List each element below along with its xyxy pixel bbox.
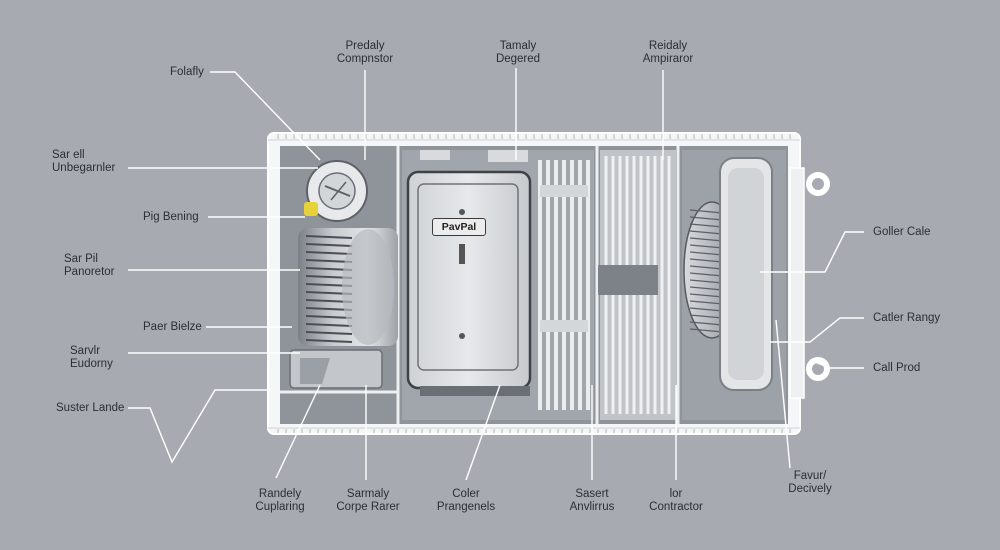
right-callout-label: Favur/Decively [788, 470, 831, 496]
callout-text-line: Goller Cale [873, 226, 931, 238]
callout-text-line: Catler Rangy [873, 312, 941, 324]
callout-text-line: Paer Bielze [143, 321, 202, 333]
callout-text-line: Corpe Rarer [336, 501, 400, 513]
callout-text-line: Tamaly [499, 40, 537, 52]
callout-text-line: Prangenels [436, 501, 496, 513]
callout-text-line: Ampiraror [642, 53, 694, 65]
callout-text-line: Sarmaly [346, 488, 390, 500]
mounting-lugs [789, 167, 830, 399]
callout-text-line: Favur/ [793, 470, 827, 482]
callout-text-line: Panoretor [64, 266, 115, 278]
panel-badge: PavPal [432, 218, 486, 236]
left-callout-label: Pig Bening [143, 211, 199, 224]
callout-text-line: Eudorny [70, 358, 113, 370]
callout-text-line: Compnstor [336, 53, 394, 65]
leader-lines [128, 68, 864, 481]
callout-text-line: Anvlirrus [569, 501, 615, 513]
callout-text-line: lor [669, 488, 683, 500]
callout-text-line: Contractor [649, 501, 703, 513]
callout-text-line: Degered [495, 53, 541, 65]
control-module [402, 150, 594, 420]
indicator-light [304, 202, 318, 216]
callout-text-line: Reidaly [648, 40, 688, 52]
left-callout-label: Paer Bielze [143, 321, 202, 334]
callout-text-line: Sasert [575, 488, 609, 500]
callout-text-line: Randely [258, 488, 302, 500]
callout-text-line: Coler [452, 488, 480, 500]
right-callout-label: Catler Rangy [873, 312, 940, 325]
callout-text-line: Call Prod [873, 362, 921, 374]
callout-text-line: Pig Bening [143, 211, 199, 223]
fin-bank [598, 150, 676, 420]
callout-text-line: Cuplaring [255, 501, 305, 513]
callout-text-line: Suster Lande [56, 402, 125, 414]
callout-text-line: Sar ell [52, 149, 85, 161]
callout-text-line: Sarvlr [70, 345, 101, 357]
callout-text-line: Decively [788, 483, 832, 495]
blower-assembly [289, 160, 398, 389]
callout-text-line: Predaly [345, 40, 385, 52]
fan-chamber [682, 150, 786, 420]
callout-text-line: Unbegarnler [52, 162, 116, 174]
callout-text-line: Folafly [170, 66, 204, 78]
callout-text-line: Sar Pil [64, 253, 98, 265]
left-callout-label: Folafly [170, 66, 204, 79]
right-callout-label: Goller Cale [873, 226, 931, 239]
left-callout-label: Suster Lande [56, 402, 124, 415]
right-callout-label: Call Prod [873, 362, 920, 375]
